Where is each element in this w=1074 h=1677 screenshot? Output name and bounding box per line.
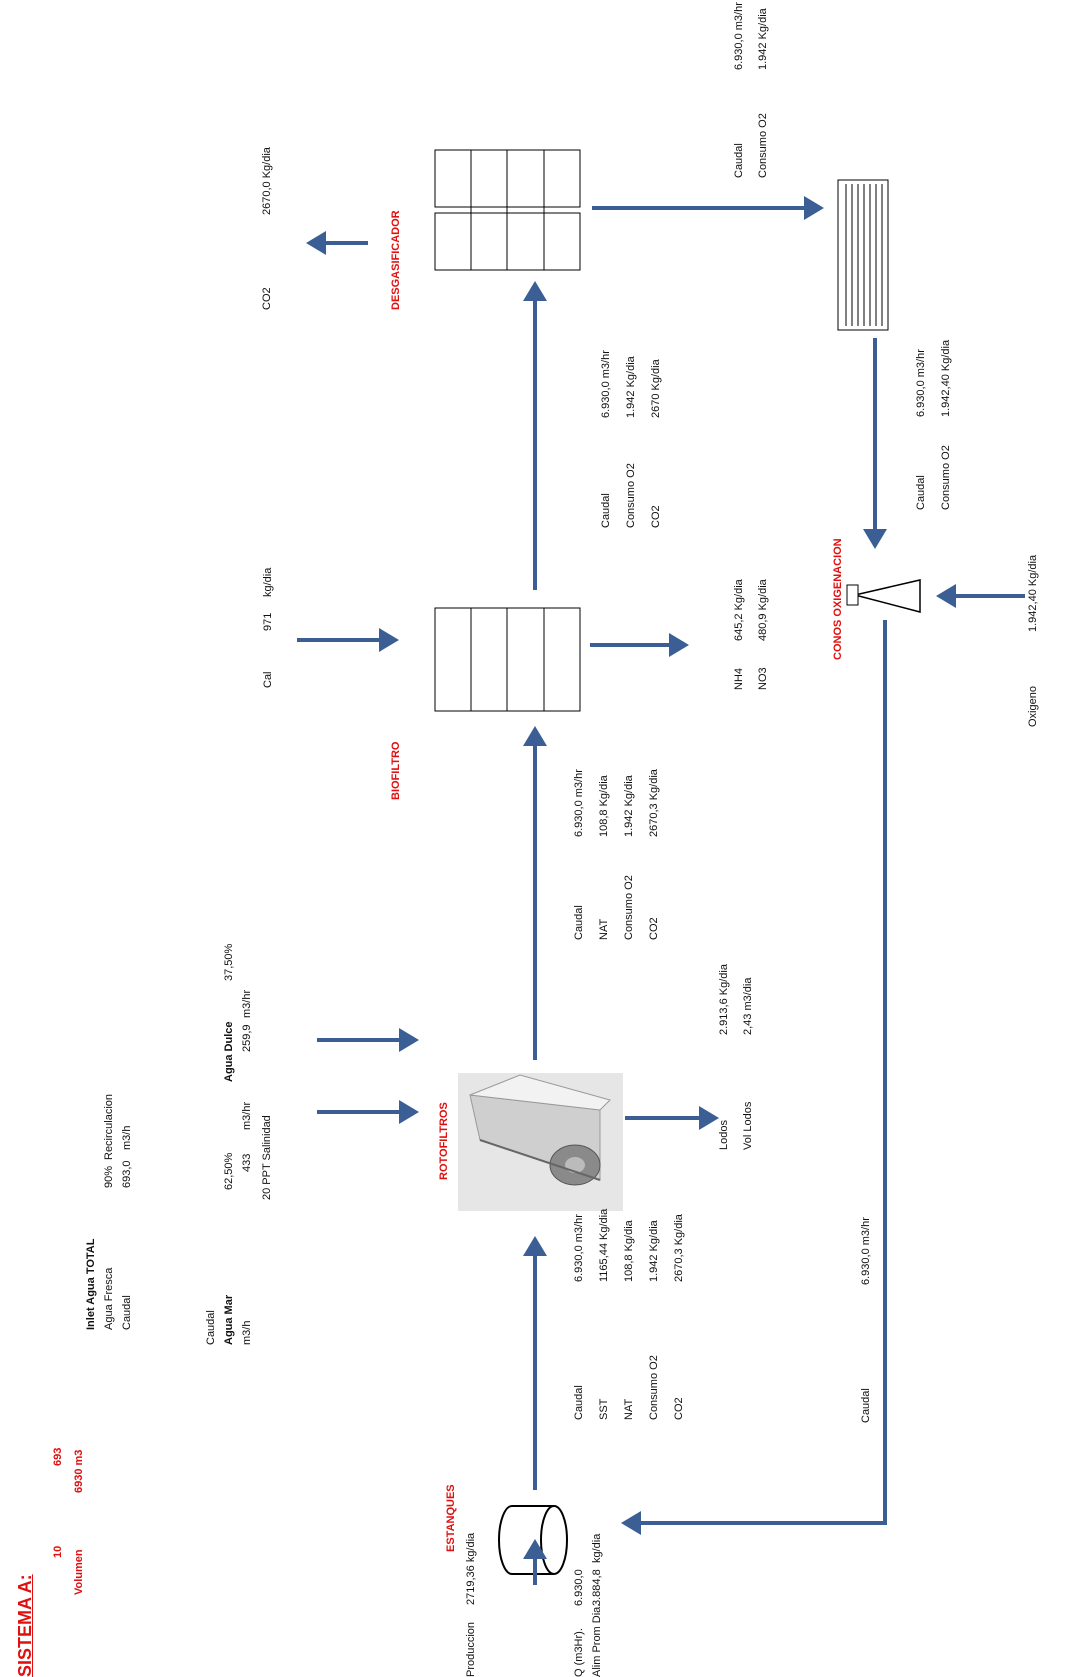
agua-fresca-label: Agua Fresca (103, 1268, 116, 1330)
tr-label-caudal: Caudal (733, 143, 746, 178)
ar-value-co2: 2670,3 Kg/dia (648, 769, 661, 837)
q-value: 6.930,0 (573, 1569, 586, 1606)
ar-value-consumo: 1.942 Kg/dia (623, 775, 636, 837)
tr-value-caudal: 6.930,0 m3/hr (733, 2, 746, 70)
system-num1: 10 (52, 1546, 65, 1558)
cal-value: 971 (262, 613, 275, 631)
ae-value-caudal: 6.930,0 m3/hr (573, 1214, 586, 1282)
co2-out-value: 2670,0 Kg/dia (261, 147, 274, 215)
system-title: SISTEMA A: (14, 1574, 36, 1677)
conos-title: CONOS OXIGENACION (832, 538, 845, 660)
agua-mar-caudal-label: Caudal (205, 1310, 218, 1345)
ar-value-nat: 108,8 Kg/dia (598, 775, 611, 837)
ae-value-co2: 2670,3 Kg/dia (673, 1214, 686, 1282)
ae-value-nat: 108,8 Kg/dia (623, 1220, 636, 1282)
q-label: Q (m3Hr). (573, 1628, 586, 1677)
at-label-caudal: Caudal (915, 475, 928, 510)
oxigeno-value: 1.942,40 Kg/dia (1027, 555, 1040, 632)
vol-lodos-value: 2,43 m3/dia (742, 978, 755, 1035)
inlet-caudal-unit: m3/h (121, 1126, 134, 1150)
ab-value-caudal: 6.930,0 m3/hr (600, 350, 613, 418)
agua-dulce-title: Agua Dulce (223, 1021, 236, 1082)
agua-dulce-value: 259,9 (241, 1024, 254, 1052)
ar-label-caudal: Caudal (573, 905, 586, 940)
return-caudal-value: 6.930,0 m3/hr (860, 1217, 873, 1285)
at-value-consumo: 1.942,40 Kg/dia (940, 340, 953, 417)
tr-label-consumo: Consumo O2 (757, 113, 770, 178)
inlet-caudal-label: Caudal (121, 1295, 134, 1330)
ar-label-consumo: Consumo O2 (623, 875, 636, 940)
system-num2: 693 (52, 1448, 65, 1466)
agua-mar-title: Agua Mar (223, 1295, 236, 1345)
alim-unit: kg/dia (591, 1534, 604, 1563)
ab-value-co2: 2670 Kg/dia (650, 359, 663, 418)
ae-value-sst: 1165,44 Kg/dia (598, 1209, 611, 1282)
nh4-value: 645,2 Kg/dia (733, 579, 746, 641)
lodos-value: 2.913,6 Kg/dia (718, 964, 731, 1035)
ar-value-caudal: 6.930,0 m3/hr (573, 769, 586, 837)
salinity-text: 20 PPT Salinidad (261, 1115, 274, 1200)
ae-label-consumo: Consumo O2 (648, 1355, 661, 1420)
rotofiltros-title: ROTOFILTROS (438, 1102, 451, 1180)
ar-label-co2: CO2 (648, 917, 661, 940)
ab-value-consumo: 1.942 Kg/dia (625, 356, 638, 418)
agua-mar-unit-left: m3/h (241, 1321, 254, 1345)
alim-value: 3.884,8 (591, 1569, 604, 1606)
biofiltro-title: BIOFILTRO (390, 742, 403, 800)
arrow-return-line (625, 620, 885, 1523)
ae-label-caudal: Caudal (573, 1385, 586, 1420)
alim-label: Alim Prom Dia. (591, 1604, 604, 1677)
nh4-label: NH4 (733, 668, 746, 690)
agua-mar-value: 433 (241, 1154, 254, 1172)
ae-label-co2: CO2 (673, 1397, 686, 1420)
oxygenation-tower-box (838, 180, 888, 330)
cal-label: Cal (262, 671, 275, 688)
desgasificador-box (435, 150, 580, 270)
no3-value: 480,9 Kg/dia (757, 579, 770, 641)
agua-mar-pct: 62,50% (223, 1153, 236, 1190)
tr-value-consumo: 1.942 Kg/dia (757, 8, 770, 70)
volumen-label: Volumen (73, 1549, 86, 1595)
vol-lodos-label: Vol Lodos (742, 1102, 755, 1150)
agua-fresca-pct: 90% (103, 1166, 116, 1188)
at-label-consumo: Consumo O2 (940, 445, 953, 510)
co2-out-label: CO2 (261, 287, 274, 310)
oxygenation-cone-icon (847, 580, 920, 612)
ab-label-caudal: Caudal (600, 493, 613, 528)
volumen-value: 6930 m3 (73, 1450, 86, 1493)
agua-dulce-pct: 37,50% (223, 944, 236, 981)
oxigeno-label: Oxigeno (1027, 686, 1040, 727)
inlet-title: Inlet Agua TOTAL (85, 1239, 98, 1330)
agua-mar-unit: m3/hr (241, 1102, 254, 1130)
produccion-label: Produccion (465, 1622, 478, 1677)
ar-label-nat: NAT (598, 919, 611, 940)
ae-value-consumo: 1.942 Kg/dia (648, 1220, 661, 1282)
ae-label-nat: NAT (623, 1399, 636, 1420)
inlet-caudal-value: 693,0 (121, 1160, 134, 1188)
ae-label-sst: SST (598, 1399, 611, 1420)
lodos-label: Lodos (718, 1120, 731, 1150)
agua-dulce-unit: m3/hr (241, 990, 254, 1018)
biofiltro-box (435, 608, 580, 711)
desgasificador-title: DESGASIFICADOR (390, 210, 403, 310)
ab-label-consumo: Consumo O2 (625, 463, 638, 528)
no3-label: NO3 (757, 667, 770, 690)
return-caudal-label: Caudal (860, 1388, 873, 1423)
ab-label-co2: CO2 (650, 505, 663, 528)
at-value-caudal: 6.930,0 m3/hr (915, 349, 928, 417)
rotofiltro-drum-filter-icon (458, 1073, 623, 1211)
cal-unit: kg/dia (262, 568, 275, 597)
produccion-value: 2719,36 kg/dia (465, 1533, 478, 1605)
recirculacion-label: Recirculacion (103, 1094, 116, 1160)
estanques-title: ESTANQUES (445, 1484, 458, 1552)
